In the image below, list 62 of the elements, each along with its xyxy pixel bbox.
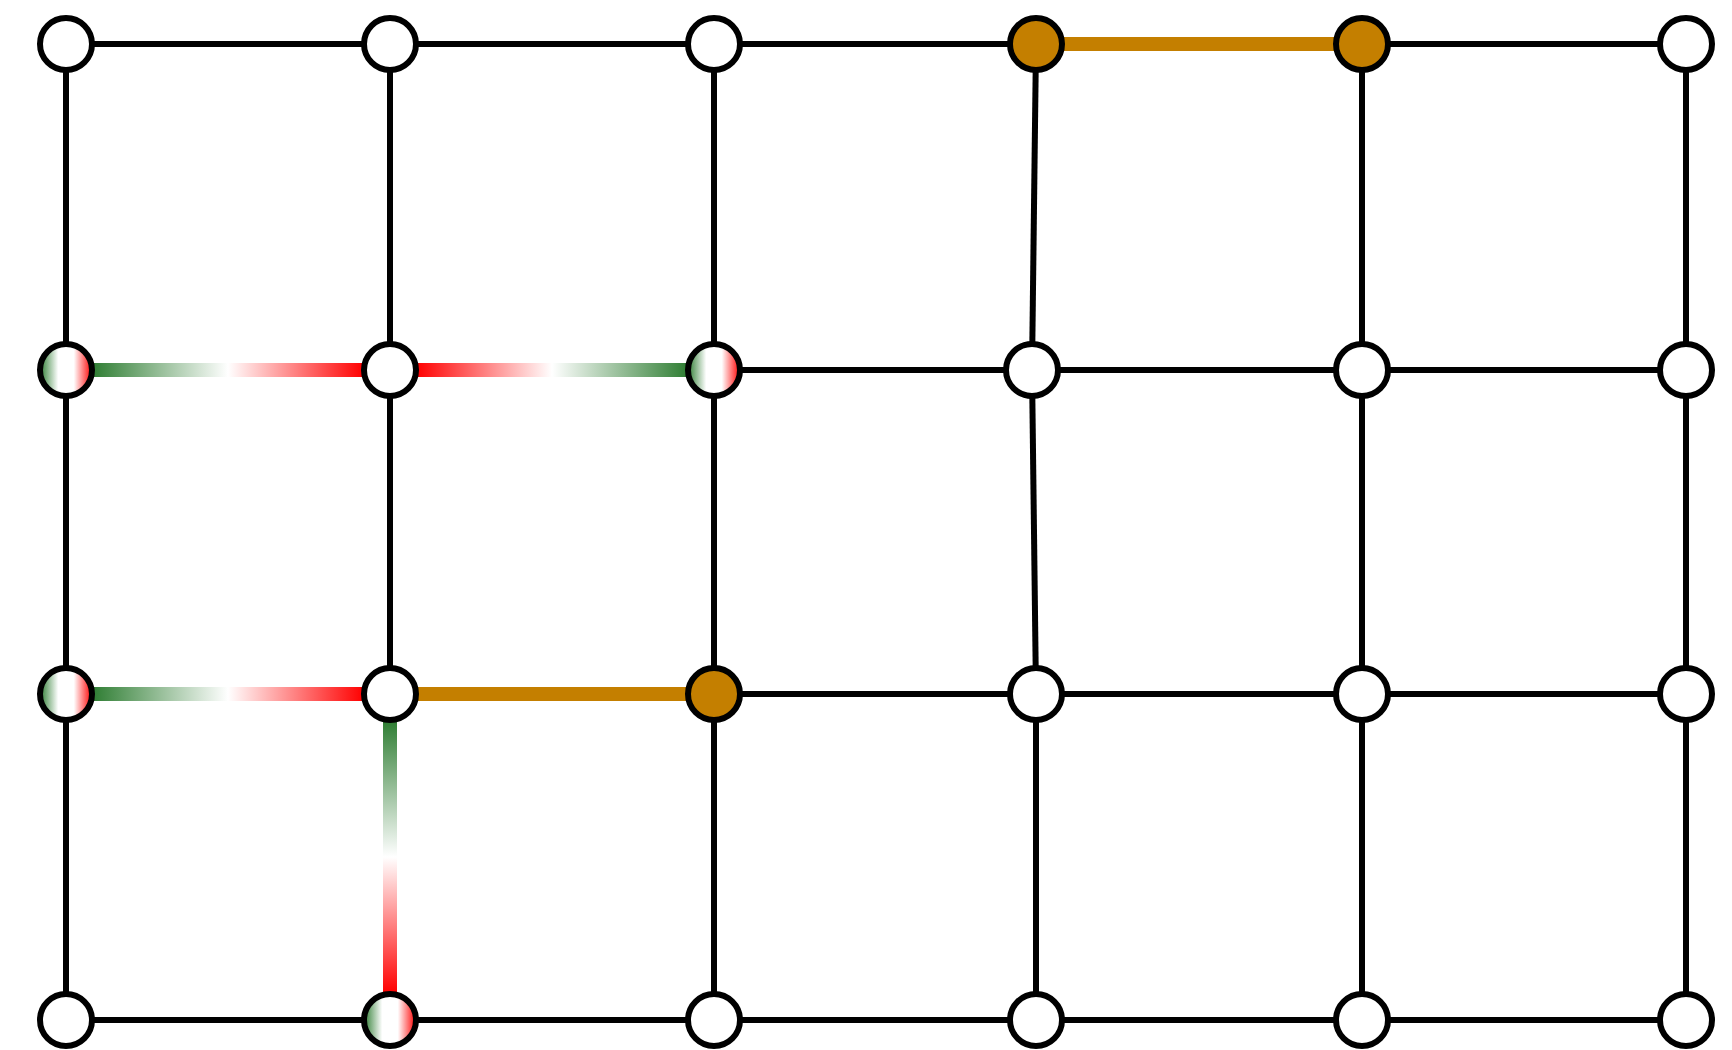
graph-edge xyxy=(1683,396,1689,668)
graph-node xyxy=(1003,341,1061,399)
graph-edge xyxy=(1029,395,1039,669)
graph-edge xyxy=(1058,367,1336,373)
graph-edge xyxy=(387,70,393,344)
graph-edge xyxy=(740,1017,1010,1023)
graph-edge xyxy=(1359,396,1365,668)
graph-edge xyxy=(92,41,364,47)
graph-edge xyxy=(1359,720,1365,994)
graph-node xyxy=(1333,341,1391,399)
graph-node xyxy=(361,341,419,399)
graph-edge xyxy=(740,41,1010,47)
graph-node xyxy=(685,15,743,73)
graph-edge xyxy=(1388,367,1660,373)
graph-edge xyxy=(1062,37,1336,51)
graph-node xyxy=(361,15,419,73)
graph-edge xyxy=(92,1017,364,1023)
graph-edge xyxy=(416,41,688,47)
graph-node xyxy=(685,341,743,399)
graph-edge xyxy=(63,70,69,344)
graph-edge xyxy=(63,720,69,994)
graph-edge xyxy=(383,720,397,994)
graph-edge xyxy=(63,396,69,668)
graph-edge xyxy=(416,1017,688,1023)
graph-edge xyxy=(1033,720,1039,994)
graph-node xyxy=(1333,15,1391,73)
graph-node xyxy=(361,991,419,1049)
graph-edge xyxy=(1062,691,1336,697)
graph-edge xyxy=(92,363,364,377)
graph-node xyxy=(1657,15,1715,73)
graph-edge xyxy=(1388,41,1660,47)
graph-edge xyxy=(387,396,393,668)
graph-node xyxy=(685,991,743,1049)
graph-edge xyxy=(1683,70,1689,344)
graph-node xyxy=(1333,991,1391,1049)
graph-edge xyxy=(740,367,1006,373)
graph-edge xyxy=(1388,691,1660,697)
graph-edge xyxy=(711,70,717,344)
graph-edge xyxy=(1062,1017,1336,1023)
graph-edge xyxy=(711,396,717,668)
graph-edge xyxy=(1029,69,1039,345)
graph-node xyxy=(37,665,95,723)
graph-node xyxy=(37,991,95,1049)
graph-node xyxy=(1657,665,1715,723)
graph-node xyxy=(1007,15,1065,73)
graph-edge xyxy=(1388,1017,1660,1023)
graph-edge xyxy=(416,363,688,377)
graph-node xyxy=(685,665,743,723)
graph-node xyxy=(1657,341,1715,399)
graph-edge xyxy=(1359,70,1365,344)
graph-node xyxy=(1657,991,1715,1049)
graph-edge xyxy=(740,691,1010,697)
graph-edge xyxy=(416,687,688,701)
graph-node xyxy=(37,341,95,399)
graph-node xyxy=(361,665,419,723)
graph-node xyxy=(1333,665,1391,723)
graph-edge xyxy=(711,720,717,994)
graph-node xyxy=(37,15,95,73)
graph-node xyxy=(1007,665,1065,723)
graph-edge xyxy=(1683,720,1689,994)
graph-node xyxy=(1007,991,1065,1049)
graph-edge xyxy=(92,687,364,701)
